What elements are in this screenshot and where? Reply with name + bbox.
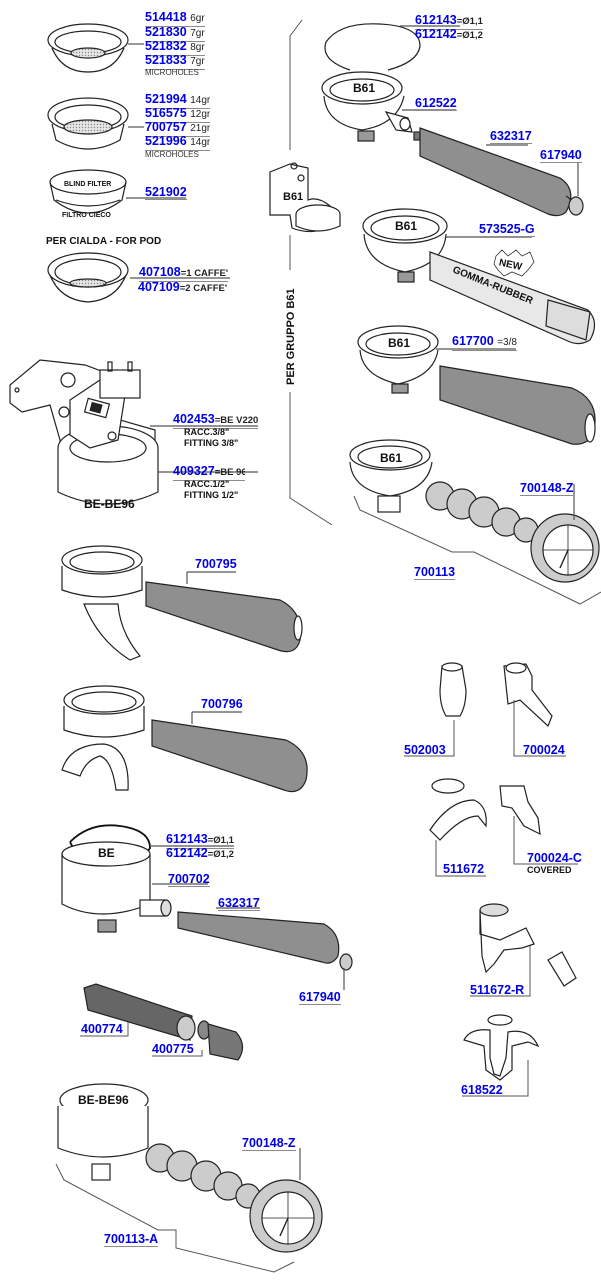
part-link-700148-z[interactable]: 700148-Z [520,481,574,496]
spout-502003-drawing [404,662,467,757]
b61-holder-label: B61 [353,81,375,95]
holder-700796-drawing [61,685,308,793]
part-link-618522[interactable]: 618522 [461,1083,503,1097]
part-link-700024[interactable]: 700024 [523,743,565,757]
part-link-402453[interactable]: 402453=BE V220 [173,412,259,429]
part-link-612142[interactable]: 612142=Ø1,2 [166,846,234,860]
part-link-617940[interactable]: 617940 [540,148,582,163]
spout-618522-drawing [462,1014,540,1097]
part-link-521994[interactable]: 521994 14gr [145,92,211,109]
part-link-617700[interactable]: 617700 =3/8 [452,334,517,351]
part-link-612522[interactable]: 612522 [415,96,457,111]
holder-700795-drawing [61,545,303,661]
pod-filter-drawing [47,252,230,303]
b61-holder-drawing [321,71,456,142]
b61-rubber-holder-label: B61 [395,219,417,233]
b61-section-divider [289,19,333,526]
microholes-note: MICROHOLES [145,68,199,77]
part-link-612143[interactable]: 612143=Ø1,1 [166,832,234,849]
fitting-note: FITTING 3/8" [184,438,239,448]
part-link-511672-r[interactable]: 511672-R [470,983,525,997]
fitting-note: RACC.1/2" [184,479,230,489]
part-link-400774[interactable]: 400774 [81,1022,123,1036]
b61-handle-drawing [413,127,584,217]
b61-spring-drawing [324,23,460,71]
microholes-note: MICROHOLES [145,150,199,159]
handle-kit-drawing [80,983,244,1061]
single-filter-basket-drawing [47,23,144,73]
fitting-note: FITTING 1/2" [184,490,239,500]
spout-511672-drawing [429,778,487,877]
part-link-700795[interactable]: 700795 [195,557,237,571]
spout-700024-drawing [503,662,566,757]
part-link-521996[interactable]: 521996 14gr [145,134,211,151]
b61-rubber-holder-drawing [362,208,596,345]
part-link-612142[interactable]: 612142=Ø1,2 [415,27,483,41]
part-link-617940[interactable]: 617940 [299,990,341,1005]
part-link-511672[interactable]: 511672 [443,862,485,876]
part-link-632317[interactable]: 632317 [490,129,532,144]
part-link-573525-g[interactable]: 573525-G [479,222,535,237]
b61-gauge-holder-label: B61 [380,451,402,465]
be-holder-label: BE [98,846,115,860]
part-link-521832[interactable]: 521832 8gr [145,39,205,56]
b61-gauge-holder-drawing [349,439,601,605]
part-link-521833[interactable]: 521833 7gr [145,53,205,70]
double-filter-basket-drawing [47,97,144,150]
new-badge-icon [493,249,535,277]
part-link-521830[interactable]: 521830 7gr [145,25,205,42]
b61-group-drawing [269,162,341,233]
spout-511672r-drawing [470,903,577,997]
covered-note: COVERED [527,865,572,875]
part-link-407109[interactable]: 407109=2 CAFFE' [138,280,228,294]
part-link-514418[interactable]: 514418 6gr [145,10,205,27]
part-link-700113-a[interactable]: 700113-A [104,1232,159,1247]
part-link-612143[interactable]: 612143=Ø1,1 [415,13,483,30]
blind-filter-drawing [49,169,186,214]
be-group-body-drawing [9,359,258,505]
pod-section-header: PER CIALDA - FOR POD [46,236,162,247]
part-link-409327[interactable]: 409327=BE 96 [173,464,245,481]
part-link-700113[interactable]: 700113 [414,565,456,580]
blind-filter-top-text: BLIND FILTER [64,181,111,188]
spout-700024c-drawing [499,785,578,865]
part-link-521902[interactable]: 521902 [145,185,187,200]
part-link-502003[interactable]: 502003 [404,743,446,757]
be-group-body-label: BE-BE96 [84,497,135,511]
part-link-700148-z[interactable]: 700148-Z [242,1136,296,1151]
fitting-note: RACC.3/8" [184,427,230,437]
be-holder-drawing [61,824,353,990]
be-gauge-holder-drawing [55,1083,323,1273]
b61-group-label: B61 [283,191,303,203]
part-link-700024-c[interactable]: 700024-C [527,851,582,865]
b61-holder-617700-drawing [357,325,596,445]
part-link-516575[interactable]: 516575 12gr [145,106,211,123]
part-link-700796[interactable]: 700796 [201,697,243,711]
blind-filter-bottom-text: FILTRO CIECO [62,212,111,219]
be-gauge-holder-label: BE-BE96 [78,1093,129,1107]
new-badge-text: NEW [498,257,524,273]
part-link-400775[interactable]: 400775 [152,1042,194,1056]
part-link-407108[interactable]: 407108=1 CAFFE' [139,265,229,282]
part-link-700757[interactable]: 700757 21gr [145,120,211,137]
b61-holder-617700-label: B61 [388,336,410,350]
b61-section-label: PER GRUPPO B61 [285,288,297,385]
part-link-632317[interactable]: 632317 [218,896,260,911]
part-link-700702[interactable]: 700702 [168,872,210,887]
